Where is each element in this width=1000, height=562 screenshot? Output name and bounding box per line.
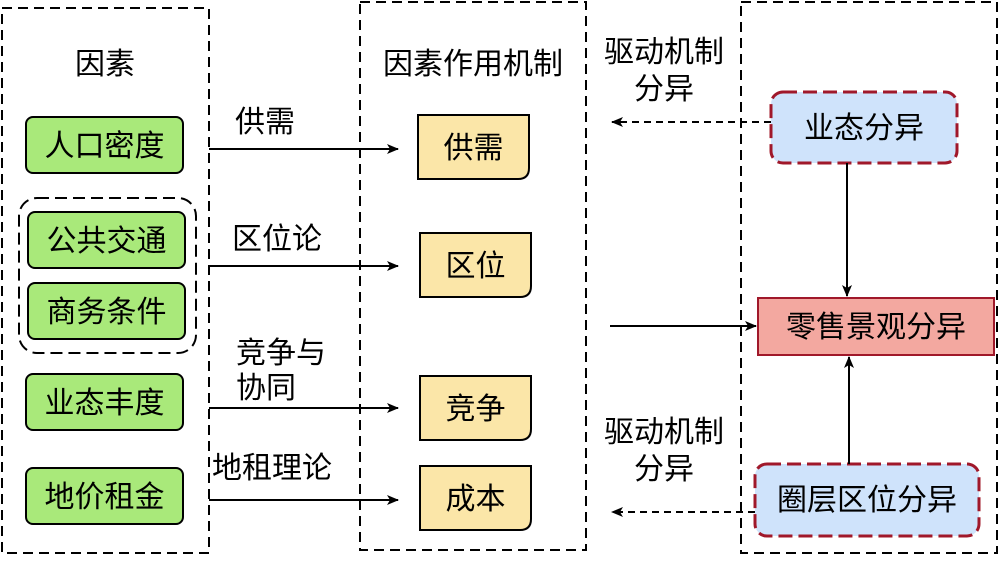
driver-label-bottom-2: 分异 [634,452,694,487]
mechanisms-frame [359,1,587,551]
mechanism-box-competition [419,375,532,441]
retail-landscape-label: 零售景观分异 [786,310,966,345]
factor-label-richness: 业态丰度 [45,386,165,421]
mechanism-box-location [419,232,532,298]
outcomes-frame [740,1,998,554]
retail-landscape-box [757,297,995,356]
factor-box-rent [25,467,184,525]
circle-location-label: 圈层区位分异 [777,483,957,518]
factor-box-business [27,282,186,340]
driver-label-bottom-1: 驱动机制 [604,415,724,450]
factor-box-richness [25,373,184,431]
factor-label-population: 人口密度 [45,129,165,164]
factor-label-transit: 公共交通 [47,224,167,259]
driver-label-top-2: 分异 [634,72,694,107]
mechanism-box-cost [419,465,532,531]
factors-title: 因素 [75,47,135,82]
format-differentiation-label: 业态分异 [804,111,924,146]
factor-box-transit [27,211,186,269]
driver-label-top-1: 驱动机制 [604,35,724,70]
mechanism-label-cost: 成本 [446,482,506,517]
theory-label-rent: 地租理论 [212,451,332,486]
factor-label-rent: 地价租金 [45,480,165,515]
theory-label-competition-2: 协同 [236,371,296,406]
circle-location-box [753,462,981,538]
mechanisms-title: 因素作用机制 [383,47,563,82]
factor-box-population [25,116,184,174]
mechanism-label-supply: 供需 [444,131,504,166]
mechanism-label-competition: 竞争 [446,392,506,427]
theory-label-competition-1: 竞争与 [236,336,326,371]
factors-frame [1,7,210,554]
theory-label-supply: 供需 [235,105,295,140]
mechanism-label-location: 区位 [446,249,506,284]
format-differentiation-box [769,90,959,165]
transit-business-group [18,197,197,354]
mechanism-box-supply [417,114,530,180]
factor-label-business: 商务条件 [47,295,167,330]
theory-label-location: 区位论 [232,222,322,257]
